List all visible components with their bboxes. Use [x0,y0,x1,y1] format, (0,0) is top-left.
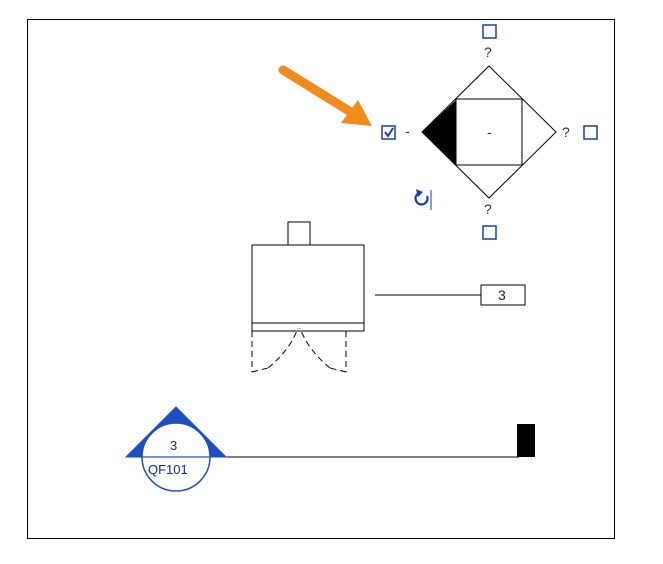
elevation-key[interactable]: - - ? ? ? [405,44,570,217]
rotate-icon[interactable] [414,189,432,210]
section-sheet: QF101 [148,462,188,477]
question-top: ? [484,44,492,60]
elevation-key-center-box [455,98,523,166]
drawing-canvas [27,19,615,539]
arrow-pointer-icon [278,65,372,126]
checkbox-right-icon[interactable] [583,125,598,140]
elevation-arrow-left[interactable] [422,100,456,165]
fixture-symbol[interactable] [251,221,365,373]
section-head[interactable]: 3 QF101 [124,406,228,492]
door-tag-value: 3 [498,287,506,303]
section-number: 3 [170,438,177,453]
question-right: ? [562,124,570,140]
checkbox-bottom-icon[interactable] [482,225,497,240]
elevation-left-value: - [405,123,410,139]
elevation-center-value: - [487,124,492,140]
question-bottom: ? [484,201,492,217]
door-tag[interactable]: 3 [480,284,526,306]
checkbox-checked-icon[interactable] [381,125,396,140]
section-tail-marker [517,424,535,457]
checkbox-top-icon[interactable] [482,24,497,39]
